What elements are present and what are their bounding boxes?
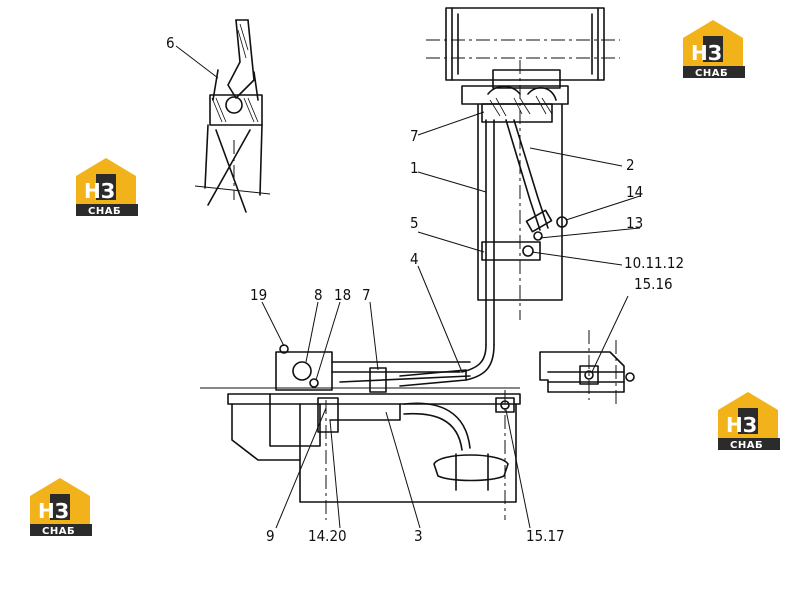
label-9: 9 (266, 527, 275, 545)
inset-detail (194, 19, 271, 213)
side-detail (539, 330, 635, 408)
watermark-sub-text: СНАБ (88, 206, 121, 217)
label-4: 4 (410, 250, 419, 268)
label-19: 19 (250, 286, 267, 304)
label-1: 1 (410, 159, 419, 177)
lower-assembly (200, 344, 521, 520)
watermark-logo-bottom-left: НЗ СНАБ (30, 478, 92, 537)
label-7-lower: 7 (362, 286, 371, 304)
label-13: 13 (626, 214, 643, 232)
label-6: 6 (166, 34, 175, 52)
watermark-logo-text: НЗ (691, 41, 722, 65)
label-10-11-12: 10.11.12 (624, 254, 684, 272)
label-2: 2 (626, 156, 635, 174)
label-8: 8 (314, 286, 323, 304)
watermark-sub-text: СНАБ (730, 440, 763, 451)
watermark-logo-right: НЗ СНАБ (718, 392, 780, 451)
watermark-logo-left: НЗ СНАБ (76, 158, 138, 217)
watermark-logo-top-right: НЗ СНАБ (683, 20, 745, 79)
watermark-logo-text: НЗ (84, 179, 115, 203)
label-14-20: 14.20 (308, 527, 347, 545)
callouts: 6 7 1 2 14 5 13 4 10.11.12 15.16 19 8 18… (166, 34, 684, 545)
watermark-logo-text: НЗ (38, 499, 69, 523)
label-5: 5 (410, 214, 419, 232)
label-3: 3 (414, 527, 423, 545)
label-15-16: 15.16 (634, 275, 673, 293)
watermark-sub-text: СНАБ (695, 68, 728, 79)
label-7-top: 7 (410, 127, 419, 145)
label-14-top: 14 (626, 183, 643, 201)
leader-lines (175, 45, 641, 529)
watermark-sub-text: СНАБ (42, 526, 75, 537)
label-18: 18 (334, 286, 351, 304)
watermark-logo-text: НЗ (726, 413, 757, 437)
label-15-17: 15.17 (526, 527, 565, 545)
upper-assembly (426, 7, 620, 381)
